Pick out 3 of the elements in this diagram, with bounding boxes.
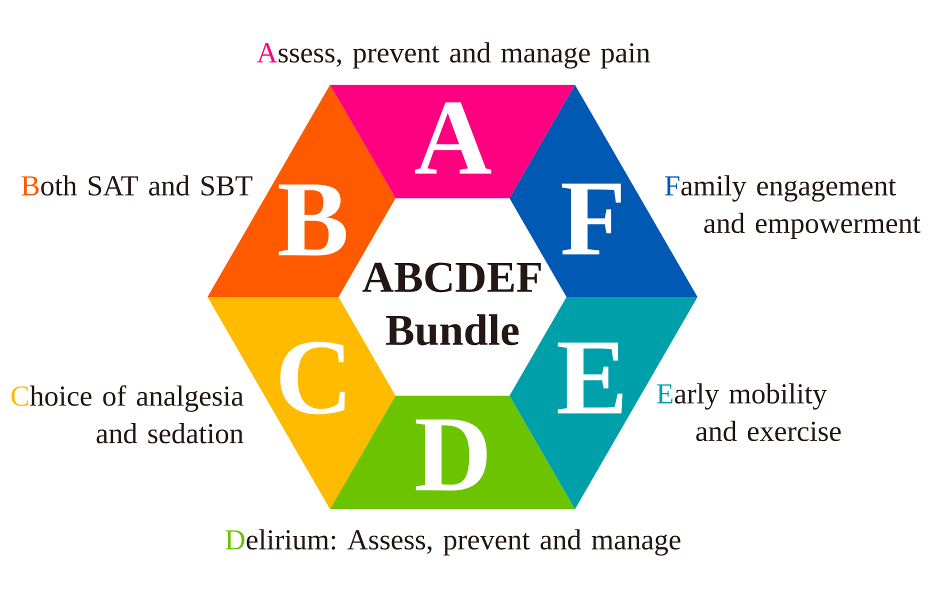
segment-caption: Both SAT and SBT: [22, 175, 252, 196]
segment-caption: Assess, prevent and manage pain: [256, 42, 650, 69]
segment-caption: Delirium: Assess, prevent and manage: [226, 529, 680, 556]
